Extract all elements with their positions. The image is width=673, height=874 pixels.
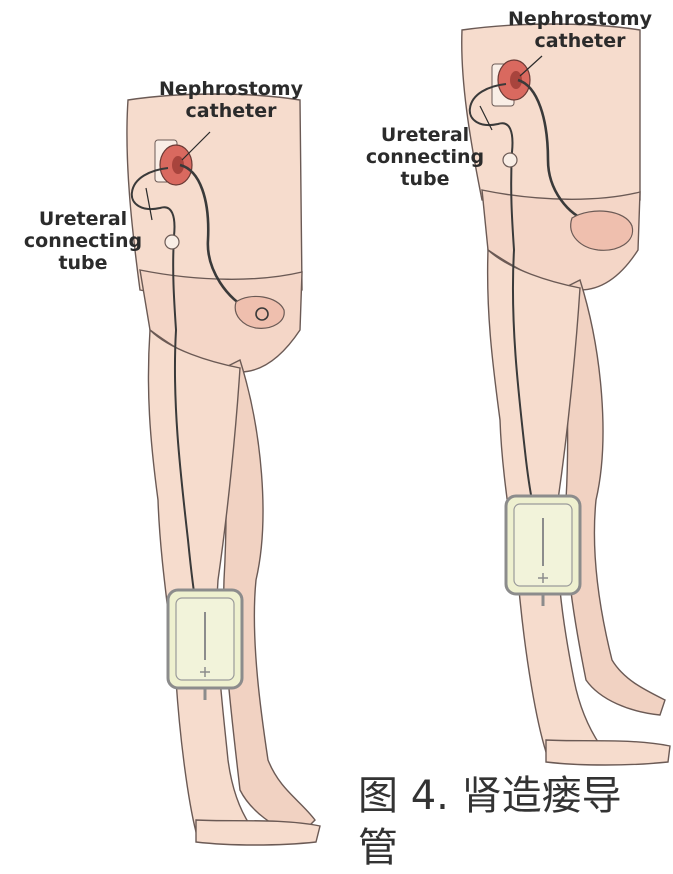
left-valve (165, 235, 179, 249)
right-leg-bag (506, 496, 580, 606)
figure-caption-line1: 图 4. 肾造瘘导 (358, 770, 658, 822)
diagram-stage: Nephrostomy catheter Ureteral connecting… (0, 0, 673, 846)
left-ureteral-label-line1: Ureteral (8, 208, 158, 230)
right-foot (546, 740, 670, 765)
right-valve (503, 153, 517, 167)
right-ureteral-label-line3: tube (350, 168, 500, 190)
left-foot (196, 820, 320, 845)
right-ureteral-label: Ureteral connecting tube (350, 124, 500, 190)
right-ureteral-label-line1: Ureteral (350, 124, 500, 146)
figure-caption: 图 4. 肾造瘘导 管 (358, 770, 658, 874)
figure-caption-line2: 管 (358, 822, 658, 874)
left-ureteral-label-line2: connecting (8, 230, 158, 252)
right-nephrostomy-label: Nephrostomy catheter (492, 8, 668, 52)
right-nephrostomy-label-line1: Nephrostomy (492, 8, 668, 30)
left-leg-bag (168, 590, 242, 700)
right-ureteral-label-line2: connecting (350, 146, 500, 168)
left-ureteral-label: Ureteral connecting tube (8, 208, 158, 274)
left-ureteral-label-line3: tube (8, 252, 158, 274)
left-nephrostomy-label: Nephrostomy catheter (146, 78, 316, 122)
right-nephrostomy-label-line2: catheter (492, 30, 668, 52)
left-nephrostomy-label-line2: catheter (146, 100, 316, 122)
left-figure (127, 94, 320, 845)
left-nephrostomy-label-line1: Nephrostomy (146, 78, 316, 100)
illustration (0, 0, 673, 846)
